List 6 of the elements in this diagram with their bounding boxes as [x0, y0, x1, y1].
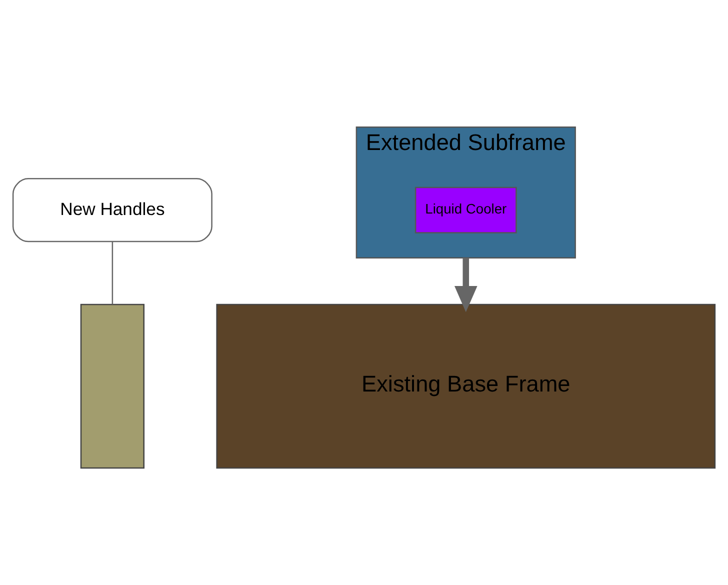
node-box: Existing Base Frame	[216, 304, 716, 469]
arrow	[454, 258, 478, 312]
node-box: Liquid Cooler	[414, 186, 517, 234]
node-box	[80, 304, 144, 469]
node-box: New Handles	[12, 178, 212, 242]
connector	[112, 242, 114, 304]
